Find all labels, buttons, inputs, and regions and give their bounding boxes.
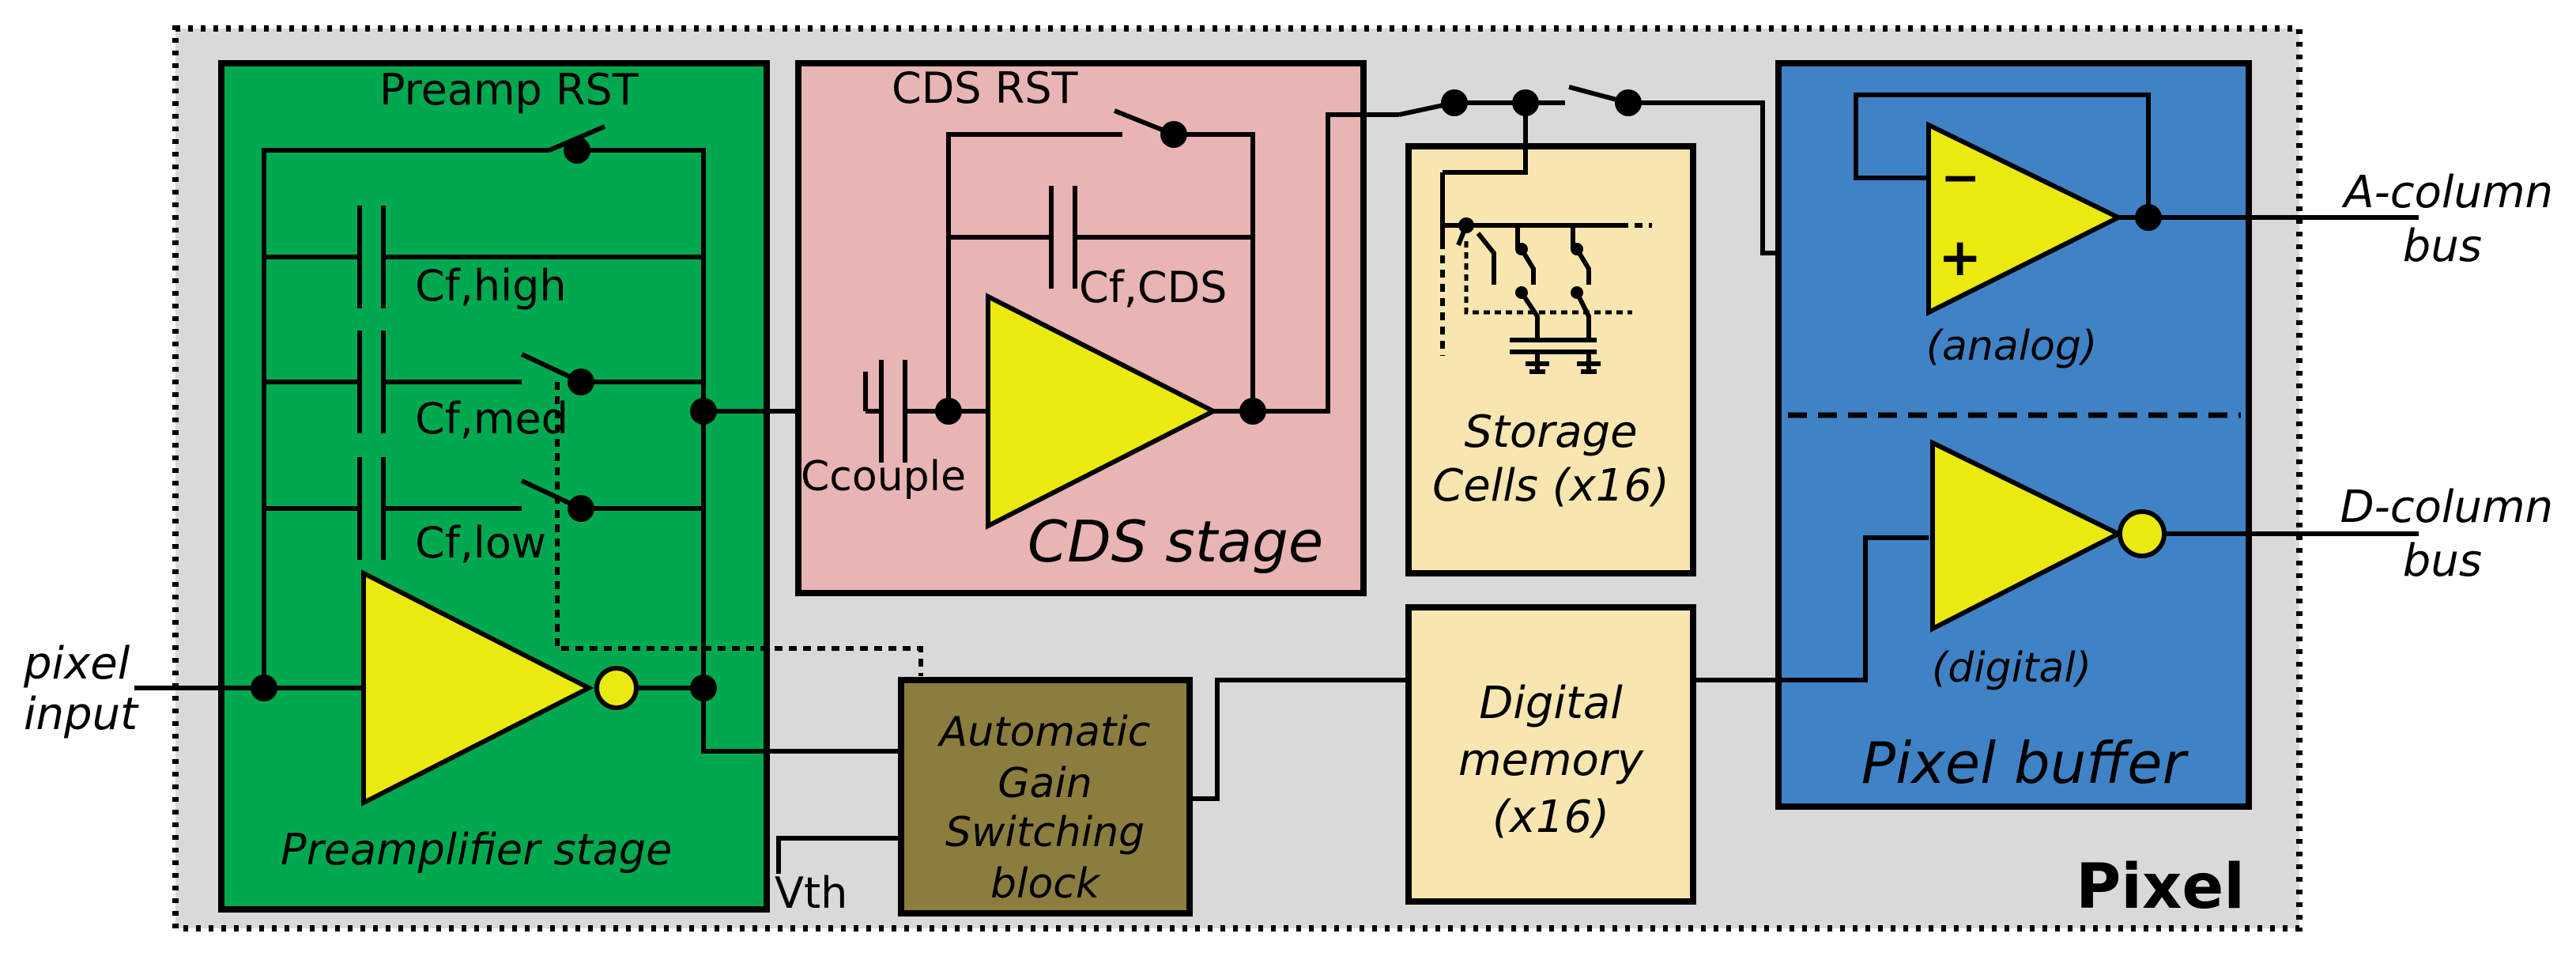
- pixel-title: Pixel: [2076, 852, 2245, 923]
- analog-buffer-wiring: [1693, 93, 2419, 682]
- cf-cds-capacitor: [1049, 186, 1077, 289]
- cds-rst-label: CDS RST: [892, 63, 1079, 113]
- digital-memory-label-line1: Digital: [1479, 678, 1623, 729]
- cf-low-capacitor: [357, 457, 386, 560]
- vth-label: Vth: [775, 868, 847, 918]
- vth-wire: [776, 836, 901, 874]
- cf-low-label: Cf,low: [415, 518, 546, 568]
- cf-high-label: Cf,high: [415, 261, 567, 311]
- cds-stage-title: CDS stage: [1028, 508, 1323, 575]
- digital-buffer-bubble: [2118, 509, 2167, 558]
- agc-label-line3: Switching: [945, 809, 1145, 856]
- analog-output-dot: [2135, 204, 2162, 231]
- cf-cds-label: Cf,CDS: [1079, 263, 1227, 312]
- storage-switch-dots: [1441, 89, 1642, 299]
- pixel-input-label-line1: pixel: [23, 638, 130, 690]
- cf-med-label: Cf,med: [415, 394, 568, 444]
- preamp-inverter-bubble: [594, 666, 639, 710]
- digital-memory-label-line2: memory: [1458, 735, 1644, 786]
- storage-cells-label-line1: Storage: [1464, 406, 1637, 458]
- analog-buffer-label: (analog): [1926, 323, 2098, 370]
- storage-cells-label-line2: Cells (x16): [1432, 460, 1669, 512]
- d-column-bus-label-line2: bus: [2403, 535, 2482, 587]
- analog-buffer-minus: −: [1940, 150, 1980, 206]
- a-column-bus-label-line1: A-column: [2341, 167, 2553, 218]
- cds-stage-block: [795, 60, 1367, 596]
- cds-amplifier-triangle: [986, 293, 1219, 530]
- analog-buffer-triangle: [1926, 121, 2124, 316]
- agc-label-line2: Gain: [998, 760, 1092, 807]
- pixel-input-label-line2: input: [24, 689, 139, 740]
- d-column-bus-label-line1: D-column: [2340, 482, 2553, 533]
- digital-memory-label-line3: (x16): [1492, 792, 1609, 843]
- analog-buffer-plus: +: [1938, 227, 1982, 288]
- preamplifier-stage-block: [218, 60, 770, 913]
- ccouple-capacitor: [879, 360, 907, 463]
- a-column-bus-label-line2: bus: [2403, 221, 2482, 272]
- pixel-buffer-title: Pixel buffer: [1861, 730, 2189, 796]
- preamp-amplifier-triangle: [361, 569, 594, 807]
- agc-to-memory-wire: [1190, 678, 1409, 801]
- digital-buffer-label: (digital): [1932, 644, 2091, 692]
- digital-buffer-triangle: [1930, 439, 2124, 633]
- ccouple-label: Ccouple: [801, 453, 966, 501]
- gain-select-control-line: [555, 382, 923, 676]
- preamp-stage-title: Preamplifier stage: [281, 825, 672, 875]
- storage-cells-block: [1405, 143, 1696, 576]
- cf-high-capacitor: [357, 206, 386, 308]
- preamp-rst-label: Preamp RST: [379, 65, 639, 115]
- preamp-junction-dots: [251, 137, 717, 701]
- agc-label-line1: Automatic: [937, 709, 1151, 756]
- digital-memory-block: [1405, 604, 1696, 905]
- agc-label-line4: block: [990, 860, 1101, 908]
- cds-junction-dots: [935, 121, 1266, 425]
- cf-med-capacitor: [357, 331, 386, 433]
